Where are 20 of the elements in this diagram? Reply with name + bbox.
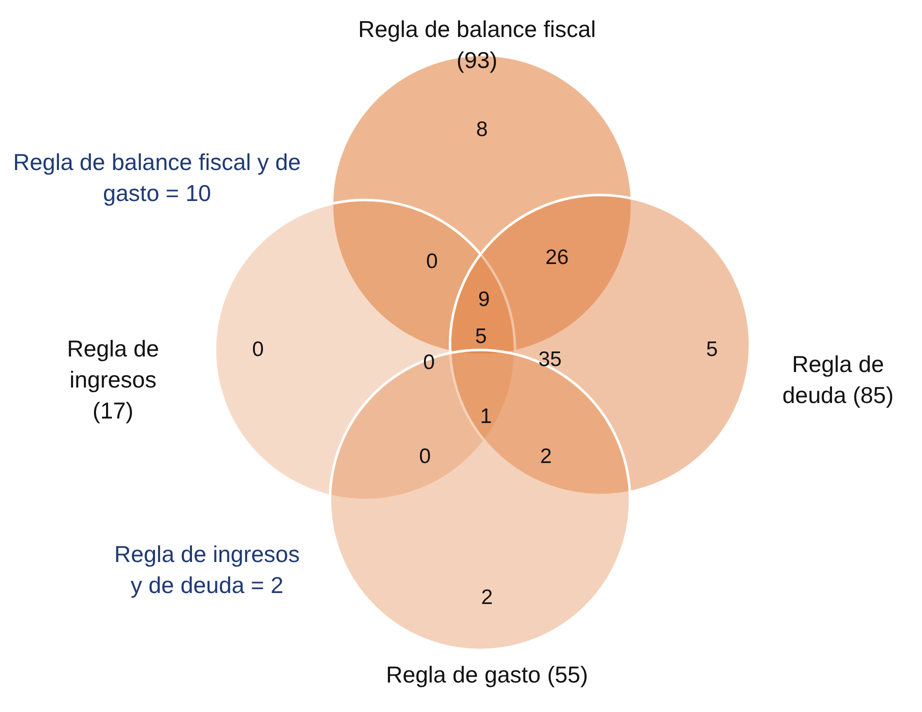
annotation-note: Regla de ingresos y de deuda = 2	[113, 540, 301, 600]
annotation-note: Regla de balance fiscal y de gasto = 10	[12, 148, 302, 208]
region-count: 5	[706, 336, 718, 363]
set-label: Regla de gasto (55)	[384, 660, 589, 690]
region-count: 26	[545, 244, 569, 271]
region-count: 1	[480, 404, 492, 430]
region-count: 35	[538, 346, 562, 373]
region-count: 0	[252, 336, 264, 363]
region-count: 9	[478, 286, 490, 313]
set-label: Regla de ingresos (17)	[66, 334, 160, 426]
set-label: Regla de balance fiscal (93)	[357, 14, 597, 75]
set-label: Regla de deuda (85)	[781, 350, 895, 410]
region-count: 5	[475, 324, 487, 350]
region-count: 8	[476, 116, 488, 143]
region-count: 2	[540, 444, 552, 470]
region-count: 0	[426, 248, 438, 275]
region-count: 0	[419, 444, 431, 470]
region-count: 0	[423, 350, 435, 376]
region-count: 2	[481, 584, 493, 611]
venn-circle	[328, 348, 632, 652]
